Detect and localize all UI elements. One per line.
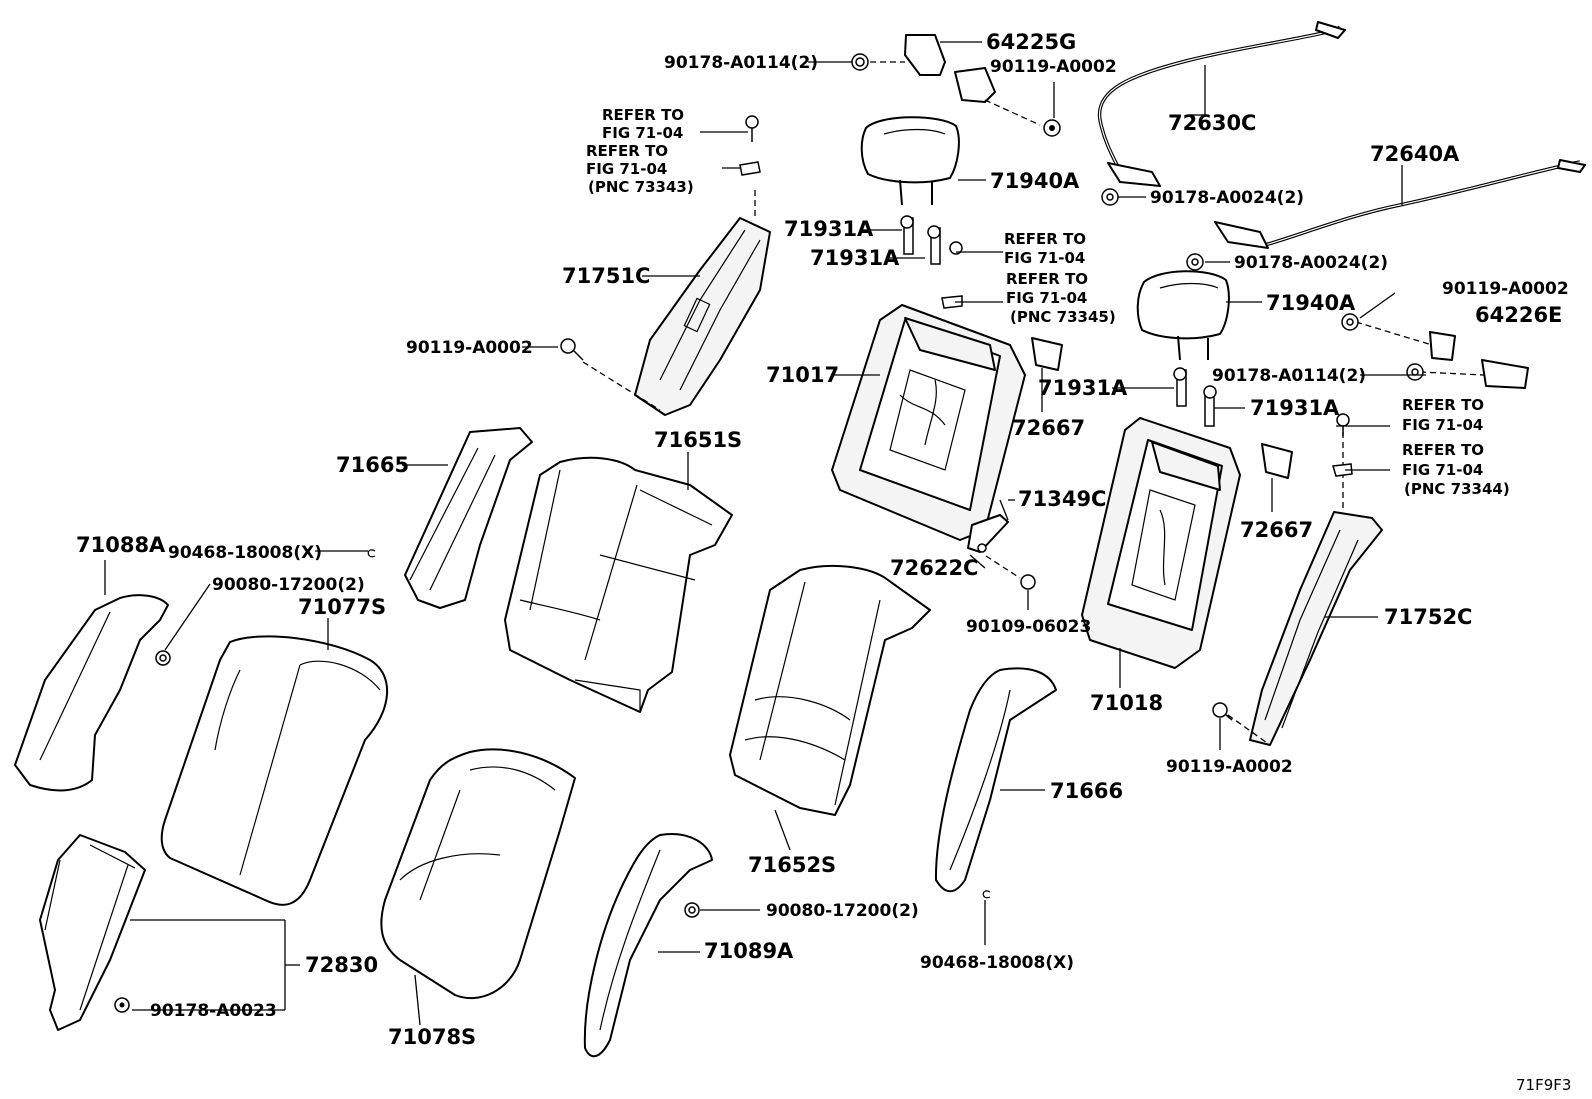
callout-90119-A0002-bottomright: 90119-A0002 [1166,757,1293,777]
refer-note-6-line3: (PNC 73344) [1404,480,1510,498]
callout-71077S: 71077S [298,595,386,619]
callout-71666: 71666 [1050,779,1123,803]
callout-64225G: 64225G [986,30,1076,54]
clip-72667-b [1261,443,1293,479]
hinge-71752C [1227,432,1383,746]
callout-71665: 71665 [336,453,409,477]
callout-71931A-a: 71931A [784,217,874,241]
side-trim-71666 [934,667,1057,893]
side-pad-71089A [583,833,713,1058]
callout-72640A: 72640A [1370,142,1460,166]
seatback-frame-71018 [1081,417,1241,669]
callout-71931A-c: 71931A [1038,376,1128,400]
callout-71089A: 71089A [704,939,794,963]
seat-cushion-71078S [380,748,576,1000]
callout-71078S: 71078S [388,1025,476,1049]
seatback-frame-71017 [831,304,1026,541]
callout-71940A-right: 71940A [1266,291,1356,315]
callout-72630C: 72630C [1168,111,1256,135]
callout-71752C: 71752C [1384,605,1472,629]
headrest-71940A-right [1136,270,1230,361]
bracket-71349C [967,514,1021,579]
callout-71940A-center: 71940A [990,169,1080,193]
callout-72667-b: 72667 [1240,518,1313,542]
seatback-cover-71651S [504,456,733,713]
refer-note-6-line1: REFER TO [1402,441,1484,459]
callout-72667-a: 72667 [1012,416,1085,440]
callout-90109-06023: 90109-06023 [966,617,1091,637]
seatback-cover-71652S [729,564,931,816]
refer-note-3-line2: FIG 71-04 [1004,249,1085,267]
refer-note-4-line2: FIG 71-04 [1006,289,1087,307]
callout-90080-17200-b: 90080-17200(2) [766,901,919,921]
headrest-71940A-center [860,116,960,206]
refer-note-6-line2: FIG 71-04 [1402,461,1483,479]
callout-71651S: 71651S [654,428,742,452]
refer-note-2-line3: (PNC 73343) [588,178,694,196]
refer-note-5-line1: REFER TO [1402,396,1484,414]
callout-90178-A0114-right: 90178-A0114(2) [1212,366,1366,386]
side-pad-71088A [14,594,169,792]
callout-90178-A0023: 90178-A0023 [150,1001,277,1021]
hinge-71751C [582,190,771,416]
callout-71018: 71018 [1090,691,1163,715]
callout-71931A-b: 71931A [810,246,900,270]
callout-71349C: 71349C [1018,487,1106,511]
cable-72640A [1214,159,1586,249]
side-trim-71665 [404,427,533,609]
callout-90119-A0002-left: 90119-A0002 [406,338,533,358]
callout-72622C: 72622C [890,556,978,580]
refer-note-1-line2: FIG 71-04 [602,124,683,142]
callout-71751C: 71751C [562,264,650,288]
leader-lines [104,41,1426,1026]
callout-90178-A0024-a: 90178-A0024(2) [1150,188,1304,208]
callout-90178-A0114-top: 90178-A0114(2) [664,53,818,73]
refer-note-1-line1: REFER TO [602,106,684,124]
callout-71652S: 71652S [748,853,836,877]
refer-to-notes: REFER TO FIG 71-04 REFER TO FIG 71-04 (P… [586,106,1510,498]
callout-71088A: 71088A [76,533,166,557]
diagram-code: 71F9F3 [1516,1076,1571,1094]
refer-note-2-line1: REFER TO [586,142,668,160]
refer-note-2-line2: FIG 71-04 [586,160,667,178]
callout-90468-18008-a: 90468-18008(X) [168,543,322,563]
callout-90468-18008-b: 90468-18008(X) [920,953,1074,973]
callout-90080-17200-a: 90080-17200(2) [212,575,365,595]
cable-72630C [1097,21,1346,187]
callout-90178-A0024-b: 90178-A0024(2) [1234,253,1388,273]
armrest-72830 [39,834,146,1031]
seatback-pad-71077S [160,635,389,906]
refer-note-4-line3: (PNC 73345) [1010,308,1116,326]
callout-90119-A0002-right: 90119-A0002 [1442,279,1569,299]
clip-72667-a [1031,337,1063,371]
bracket-64225G [870,34,1041,126]
fasteners [114,53,1424,1013]
bracket-64226E [1355,321,1529,389]
callout-64226E: 64226E [1475,303,1562,327]
refer-note-4-line1: REFER TO [1006,270,1088,288]
callout-labels: 64225G 90178-A0114(2) 90119-A0002 72630C… [76,30,1569,1049]
callout-71931A-d: 71931A [1250,396,1340,420]
callout-72830: 72830 [305,953,378,977]
refer-note-5-line2: FIG 71-04 [1402,416,1483,434]
callout-71017: 71017 [766,363,839,387]
refer-note-3-line1: REFER TO [1004,230,1086,248]
callout-90119-A0002-top: 90119-A0002 [990,57,1117,77]
